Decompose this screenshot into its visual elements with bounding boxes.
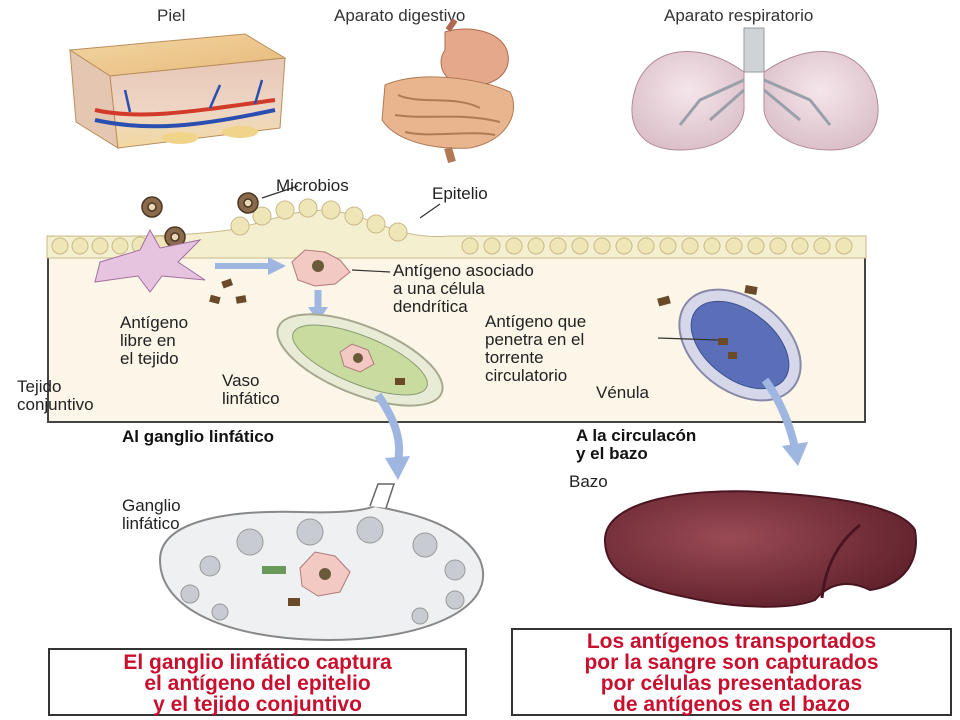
epithelium-layer [46,198,867,259]
connective-tissue-label: Tejido conjuntivo [17,377,94,414]
antigen-dendritic-label: Antígeno asociado a una célula dendrític… [393,261,534,316]
to-lymph-node-arrow [374,392,404,463]
microbes-label: Microbios [276,176,349,195]
to-lymph-node-label: Al ganglio linfático [122,427,275,446]
microbe-icon [141,192,259,248]
venule-icon [678,288,802,402]
lymph-node-label: Ganglio linfático [122,496,181,533]
epithelium-label: Epitelio [432,184,488,203]
digestive-system-icon [381,18,515,164]
microbes-pointer [261,185,299,199]
epithelium-pointer [419,203,441,219]
respiratory-label: Aparato respiratorio [664,6,814,25]
lymph-node-icon [158,483,484,642]
lymph-node-caption: El ganglio linfático captura el antígeno… [48,648,467,716]
spleen-caption: Los antígenos transportados por la sangr… [511,628,952,716]
dendritic-cell-icon [94,228,206,293]
spleen-icon [603,490,917,608]
spleen-label: Bazo [569,472,608,491]
to-spleen-arrow [761,377,799,449]
lymph-vessel-label: Vaso linfático [222,371,280,408]
digestive-label: Aparato digestivo [334,6,466,25]
free-antigen-icon [209,278,247,305]
skin-label: Piel [157,6,186,25]
blood-antigen-label: Antígeno que penetra en el torrente circ… [485,312,587,385]
lymph-vessel-icon [276,313,444,407]
lungs-icon [631,27,879,151]
venule-label: Vénula [596,383,649,402]
to-circulation-label: A la circulacón y el bazo [576,426,697,463]
skin-block-icon [68,33,287,149]
free-antigen-label: Antígeno libre en el tejido [120,313,189,368]
